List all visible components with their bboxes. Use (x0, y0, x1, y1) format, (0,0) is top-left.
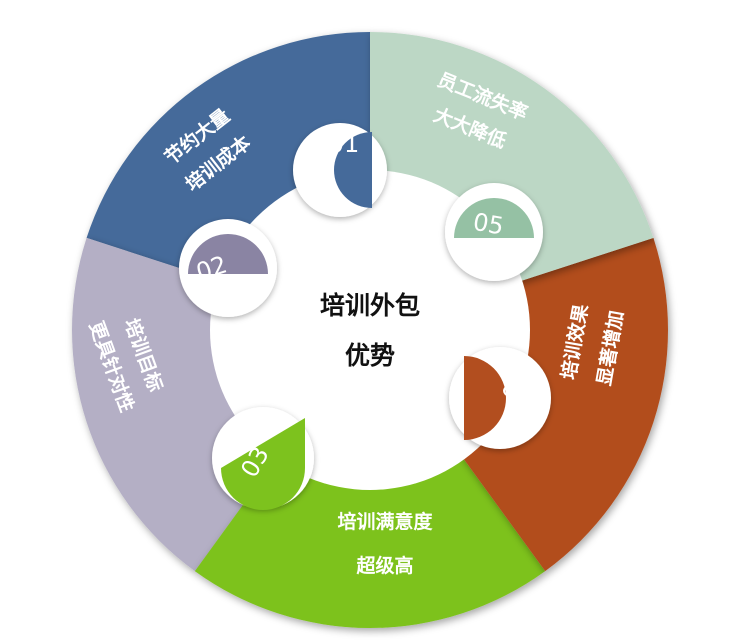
label-03-line2: 超级高 (355, 554, 413, 577)
tab-04: 04 (449, 347, 551, 449)
center-title-line1: 培训外包 (320, 291, 420, 320)
tab-01: 01 (293, 123, 387, 217)
tab-02: 02 (179, 219, 277, 317)
tab-01-shape (334, 132, 372, 208)
segment-01 (86, 32, 371, 284)
tab-04-shape (464, 356, 506, 440)
number-05: 05 (471, 208, 506, 241)
tab-05: 05 (445, 183, 543, 281)
label-03-line1: 培训满意度 (337, 510, 433, 533)
center-title-line2: 优势 (345, 341, 395, 370)
label-03: 培训满意度 超级高 (337, 510, 433, 577)
segment-05 (370, 32, 654, 284)
tab-05-shape (454, 198, 534, 238)
number-01: 01 (329, 130, 360, 158)
tab-02-shape (188, 234, 268, 274)
segment-04 (458, 237, 668, 572)
tab-03: 03 (212, 407, 314, 510)
tab-03-shape (221, 418, 305, 510)
